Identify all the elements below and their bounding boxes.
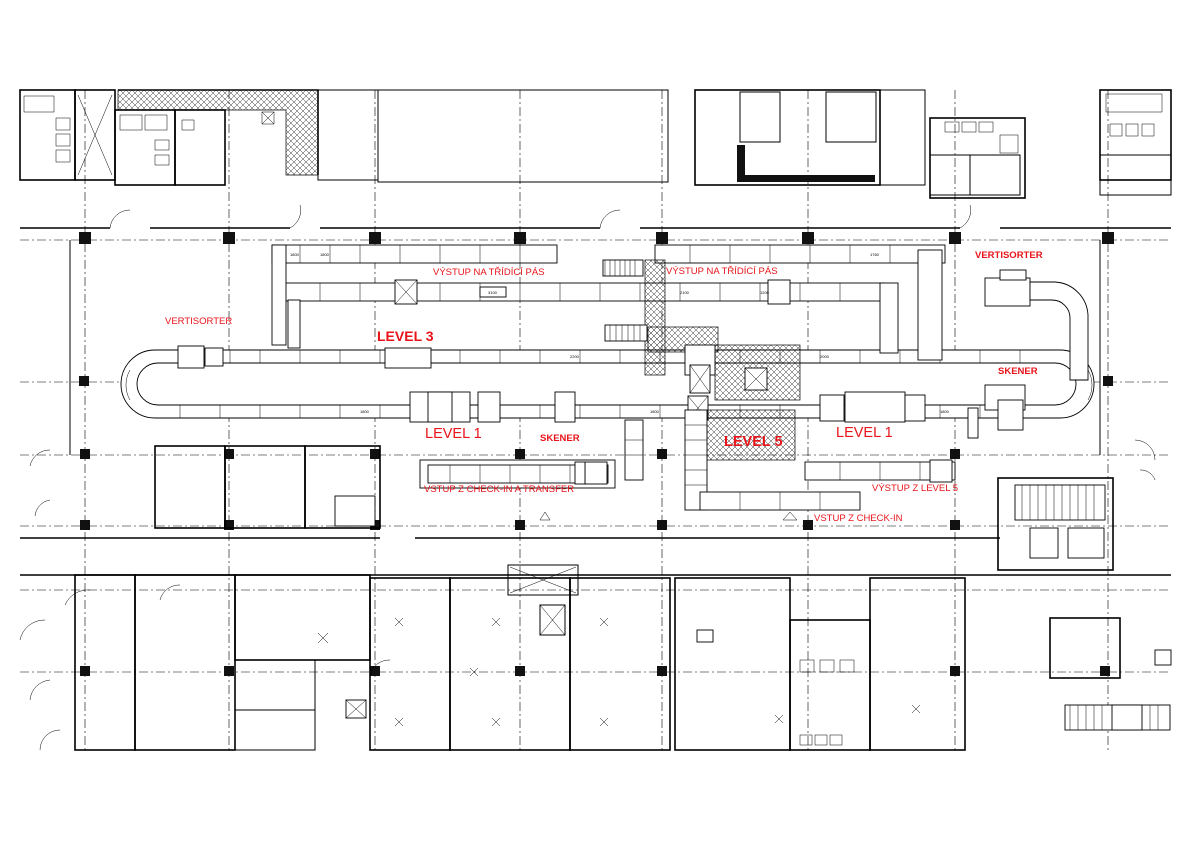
label-skener-right: SKENER xyxy=(998,366,1038,377)
annotations: VÝSTUP NA TŘÍDÍCÍ PÁS VÝSTUP NA TŘÍDÍCÍ … xyxy=(165,250,1043,524)
label-vystup-tridici-2: VÝSTUP NA TŘÍDÍCÍ PÁS xyxy=(666,266,778,277)
label-level-3: LEVEL 3 xyxy=(377,328,434,344)
svg-text:1800: 1800 xyxy=(650,409,660,414)
conveyor-system: 1800 1800 3100 2100 1200 1760 2200 2000 … xyxy=(120,244,1095,511)
label-level-1-right: LEVEL 1 xyxy=(836,425,893,441)
label-vertisorter-left: VERTISORTER xyxy=(165,316,232,327)
svg-text:1200: 1200 xyxy=(760,290,770,295)
svg-text:2000: 2000 xyxy=(820,354,830,359)
svg-text:1760: 1760 xyxy=(870,252,880,257)
lower-rooms xyxy=(19,445,1172,751)
svg-text:1800: 1800 xyxy=(940,409,950,414)
svg-text:3100: 3100 xyxy=(488,290,498,295)
hall-walls xyxy=(20,204,1171,539)
label-vystup-tridici-1: VÝSTUP NA TŘÍDÍCÍ PÁS xyxy=(433,267,545,278)
stair-core xyxy=(997,477,1114,571)
svg-text:2200: 2200 xyxy=(570,354,580,359)
svg-text:1800: 1800 xyxy=(320,252,330,257)
label-level-5: LEVEL 5 xyxy=(724,434,783,450)
label-vstup-checkin: VSTUP Z CHECK-IN xyxy=(814,513,903,524)
label-vystup-level-5: VÝSTUP Z LEVEL 5 xyxy=(872,483,958,494)
label-skener-center: SKENER xyxy=(540,433,580,444)
svg-text:1800: 1800 xyxy=(360,409,370,414)
top-rooms xyxy=(19,89,1172,199)
label-vertisorter-right: VERTISORTER xyxy=(975,250,1043,261)
label-vstup-checkin-transfer: VSTUP Z CHECK-IN A TRANSFER xyxy=(424,484,574,495)
svg-text:1800: 1800 xyxy=(290,252,300,257)
svg-text:2100: 2100 xyxy=(680,290,690,295)
label-level-1-left: LEVEL 1 xyxy=(425,426,482,442)
